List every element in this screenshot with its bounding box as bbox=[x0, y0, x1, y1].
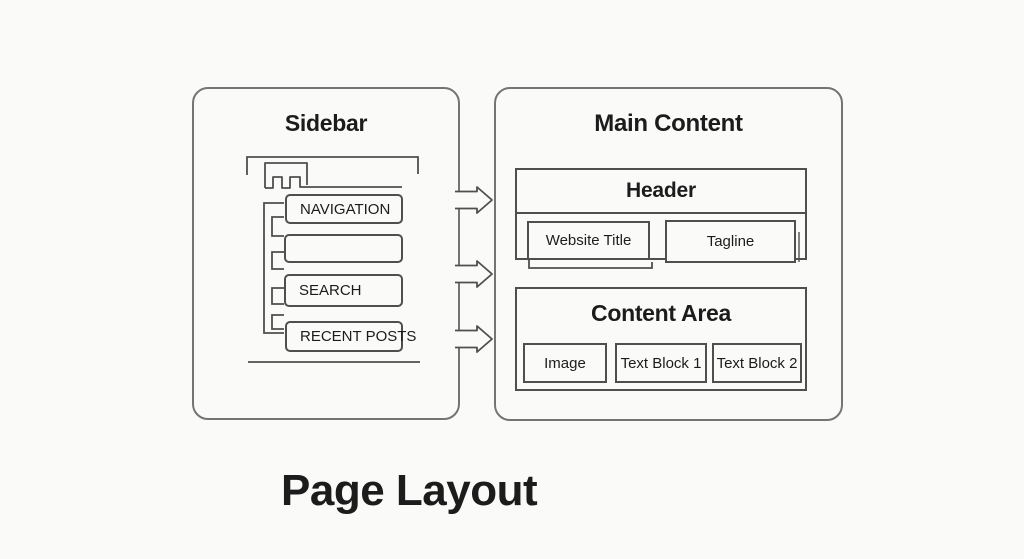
arrow-right-icon bbox=[455, 186, 493, 214]
text-block-2-label: Text Block 2 bbox=[716, 354, 798, 372]
image-box-label: Image bbox=[544, 354, 586, 372]
text-block-1-box: Text Block 1 bbox=[615, 343, 707, 383]
image-box: Image bbox=[523, 343, 607, 383]
sidebar-item-search-label: SEARCH bbox=[299, 282, 362, 299]
sidebar-item-recent-posts: RECENT POSTS bbox=[285, 321, 416, 352]
website-title-label: Website Title bbox=[545, 232, 632, 249]
main-content-panel bbox=[494, 87, 843, 421]
main-content-title: Main Content bbox=[594, 110, 743, 137]
tagline-box: Tagline bbox=[665, 220, 796, 263]
header-title: Header bbox=[517, 170, 805, 214]
sidebar-item-navigation: NAVIGATION bbox=[285, 194, 403, 224]
arrow-right-icon bbox=[455, 325, 493, 353]
website-title-box: Website Title bbox=[527, 221, 650, 260]
sidebar-item-recent-posts-label: RECENT POSTS bbox=[300, 328, 417, 345]
header-box: Header bbox=[515, 168, 807, 260]
sidebar-item-search: SEARCH bbox=[284, 274, 403, 307]
diagram-title: Page Layout bbox=[281, 466, 538, 515]
text-block-2-box: Text Block 2 bbox=[712, 343, 802, 383]
sidebar-panel bbox=[192, 87, 460, 420]
arrow-right-icon bbox=[455, 260, 493, 288]
content-area-title: Content Area bbox=[591, 300, 731, 326]
sidebar-item-navigation-label: NAVIGATION bbox=[300, 200, 391, 218]
sidebar-item-empty bbox=[284, 234, 403, 263]
tagline-label: Tagline bbox=[706, 233, 755, 250]
content-area-box: Content Area bbox=[515, 287, 807, 391]
text-block-1-label: Text Block 1 bbox=[620, 354, 702, 372]
sidebar-title-text: Sidebar bbox=[284, 110, 368, 136]
